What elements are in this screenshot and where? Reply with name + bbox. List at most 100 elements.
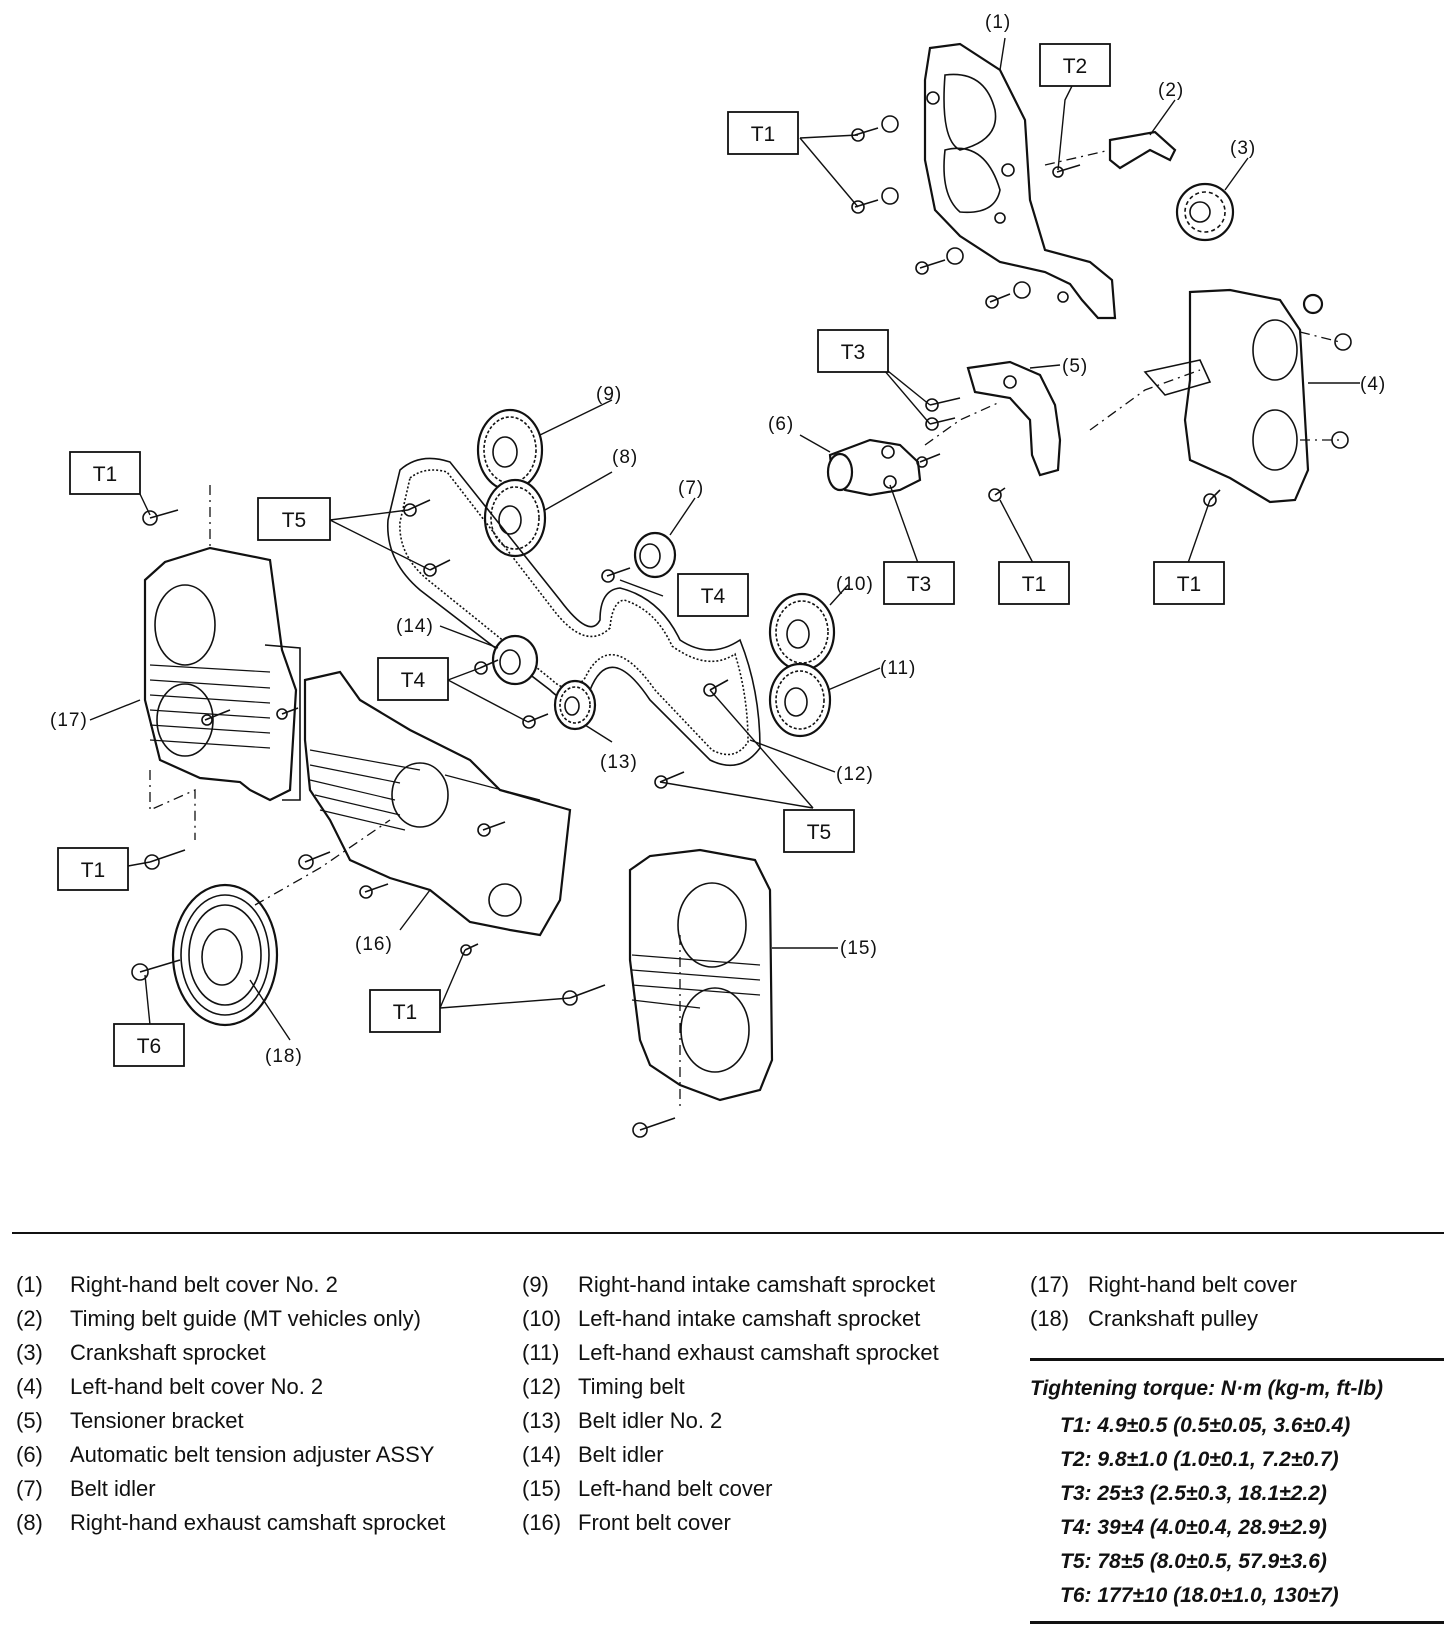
- legend-number: (18): [1030, 1306, 1070, 1331]
- legend-divider: [12, 1232, 1444, 1234]
- legend-item: (7) Belt idler: [16, 1472, 486, 1506]
- legend-item: (10)Left-hand intake camshaft sprocket: [522, 1302, 962, 1336]
- torque-label: T1: [1022, 573, 1047, 596]
- callout-12: (12): [836, 764, 874, 785]
- legend-number: (6): [16, 1442, 43, 1467]
- part-crankshaft-sprocket: [1175, 182, 1235, 242]
- torque-label: T5: [807, 821, 832, 844]
- legend-item: (2) Timing belt guide (MT vehicles only): [16, 1302, 486, 1336]
- legend-item: (8) Right-hand exhaust camshaft sprocket: [16, 1506, 486, 1540]
- legend-item: (14) Belt idler: [522, 1438, 962, 1472]
- legend-number: (2): [16, 1306, 43, 1331]
- callout-5: (5): [1062, 356, 1088, 377]
- torque-label: T2: [1063, 55, 1088, 78]
- legend-text: Timing belt guide (MT vehicles only): [70, 1306, 421, 1331]
- assembly-lines: [149, 149, 1341, 1110]
- legend-text: Left-hand belt cover No. 2: [70, 1374, 324, 1399]
- legend-text: Belt idler No. 2: [578, 1408, 723, 1433]
- callout-2: (2): [1158, 80, 1184, 101]
- part-belt-idler-7: [633, 531, 677, 579]
- legend-text: Right-hand belt cover: [1088, 1272, 1298, 1297]
- legend-number: (8): [16, 1510, 43, 1535]
- legend-text: Left-hand intake camshaft sprocket: [578, 1306, 921, 1331]
- torque-label: T1: [81, 859, 106, 882]
- legend-item: (11)Left-hand exhaust camshaft sprocket: [522, 1336, 962, 1370]
- legend-text: Right-hand belt cover No. 2: [70, 1272, 338, 1297]
- part-lh-exhaust-cam-sprocket: [768, 662, 832, 738]
- legend-item: (15) Left-hand belt cover: [522, 1472, 962, 1506]
- torque-label-boxes: [57, 43, 1225, 1067]
- legend-text: Left-hand belt cover: [578, 1476, 773, 1501]
- torque-label: T4: [701, 585, 726, 608]
- legend-item: (6)Automatic belt tension adjuster ASSY: [16, 1438, 486, 1472]
- callout-14: (14): [396, 616, 434, 637]
- legend-text: Belt idler: [578, 1442, 664, 1467]
- callout-1: (1): [985, 12, 1011, 33]
- callout-17: (17): [50, 710, 88, 731]
- legend-text: Right-hand exhaust camshaft sprocket: [70, 1510, 446, 1535]
- legend-item: (13) Belt idler No. 2: [522, 1404, 962, 1438]
- legend-item: (4)Left-hand belt cover No. 2: [16, 1370, 486, 1404]
- legend-column-2: (9)Right-hand intake camshaft sprocket (…: [522, 1268, 962, 1540]
- legend-number: (7): [16, 1476, 43, 1501]
- legend-text: Left-hand exhaust camshaft sprocket: [578, 1340, 939, 1365]
- callout-4: (4): [1360, 374, 1386, 395]
- legend-text: Timing belt: [578, 1374, 685, 1399]
- torque-row-t3: T3: 25±3 (2.5±0.3, 18.1±2.2): [1060, 1482, 1327, 1505]
- legend-item: (17) Right-hand belt cover: [1030, 1268, 1450, 1302]
- callout-9: (9): [596, 384, 622, 405]
- legend-text: Tensioner bracket: [70, 1408, 244, 1433]
- legend-number: (5): [16, 1408, 43, 1433]
- legend-column-3: (17) Right-hand belt cover (18)Crankshaft…: [1030, 1268, 1450, 1336]
- timing-belt-exploded-diagram: T2 T1 T3 T1 T5 T4 T3 T1 T1 T4 T5 T1 T1 T…: [50, 12, 1386, 1138]
- torque-label: T1: [393, 1001, 418, 1024]
- callout-10: (10): [836, 574, 874, 595]
- torque-label: T3: [907, 573, 932, 596]
- torque-row-t6: T6: 177±10 (18.0±1.0, 130±7): [1060, 1584, 1339, 1607]
- callout-13: (13): [600, 752, 638, 773]
- legend-item: (1)Right-hand belt cover No. 2: [16, 1268, 486, 1302]
- legend-item: (3) Crankshaft sprocket: [16, 1336, 486, 1370]
- legend-number: (3): [16, 1340, 43, 1365]
- part-rh-intake-cam-sprocket: [476, 408, 544, 492]
- part-lh-belt-cover-no2: [1143, 288, 1324, 504]
- torque-label: T1: [93, 463, 118, 486]
- part-belt-tension-adjuster: [826, 438, 922, 497]
- callout-11: (11): [880, 658, 916, 679]
- torque-heading: Tightening torque: N·m (kg-m, ft-lb): [1030, 1377, 1384, 1400]
- legend-text: Belt idler: [70, 1476, 156, 1501]
- legend-number: (16): [522, 1510, 562, 1535]
- part-rh-belt-cover: [143, 546, 301, 802]
- callout-8: (8): [612, 447, 638, 468]
- torque-row-t2: T2: 9.8±1.0 (1.0±0.1, 7.2±0.7): [1060, 1448, 1339, 1471]
- legend-number: (14): [522, 1442, 562, 1467]
- torque-label: T5: [282, 509, 307, 532]
- legend-column-1: (1)Right-hand belt cover No. 2 (2) Timing…: [16, 1268, 486, 1540]
- part-lh-intake-cam-sprocket: [768, 592, 836, 672]
- legend-text: Right-hand intake camshaft sprocket: [578, 1272, 936, 1297]
- legend-item: (18)Crankshaft pulley: [1030, 1302, 1450, 1336]
- legend-number: (15): [522, 1476, 562, 1501]
- legend-text: Crankshaft sprocket: [70, 1340, 266, 1365]
- torque-label: T3: [841, 341, 866, 364]
- callout-16: (16): [355, 934, 393, 955]
- callout-7: (7): [678, 478, 704, 499]
- callout-18: (18): [265, 1046, 303, 1067]
- legend-number: (13): [522, 1408, 562, 1433]
- callout-6: (6): [768, 414, 794, 435]
- part-belt-idler-14: [491, 634, 539, 686]
- part-rh-exhaust-cam-sprocket: [483, 478, 547, 558]
- legend-item: (5) Tensioner bracket: [16, 1404, 486, 1438]
- part-crankshaft-pulley: [171, 883, 279, 1027]
- torque-spec-table: Tightening torque: N·m (kg-m, ft-lb) T1:…: [1030, 1358, 1444, 1624]
- legend-number: (17): [1030, 1272, 1070, 1297]
- legend-item: (16) Front belt cover: [522, 1506, 962, 1540]
- torque-label: T1: [751, 123, 776, 146]
- legend-text: Front belt cover: [578, 1510, 731, 1535]
- callout-3: (3): [1230, 138, 1256, 159]
- torque-row-t4: T4: 39±4 (4.0±0.4, 28.9±2.9): [1060, 1516, 1327, 1539]
- part-rh-belt-cover-no2: [923, 42, 1117, 320]
- part-timing-belt-guide: [1108, 130, 1177, 170]
- callout-15: (15): [840, 938, 878, 959]
- legend-number: (12): [522, 1374, 562, 1399]
